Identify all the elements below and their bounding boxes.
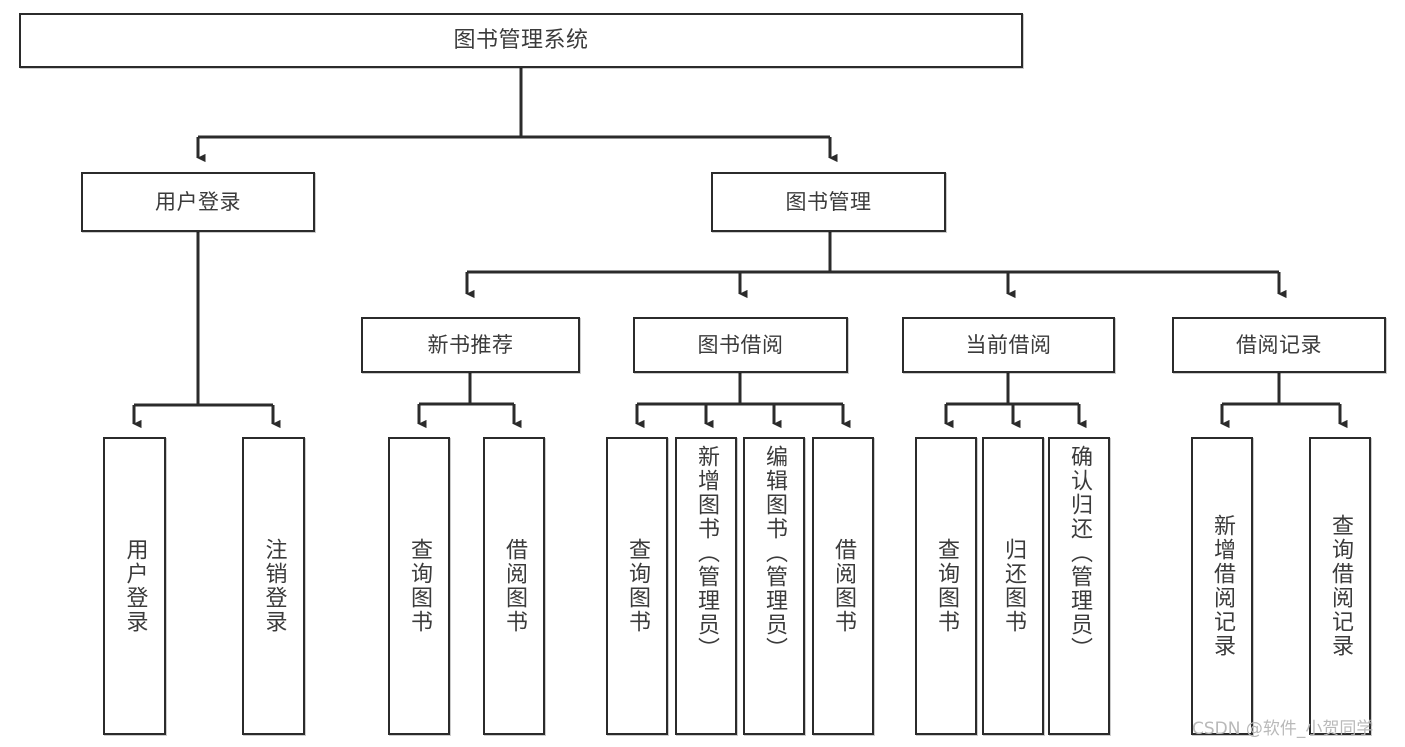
leaf-new-book-1-label: 查询图书 — [406, 538, 432, 634]
node-book-management-label: 图书管理 — [785, 189, 872, 214]
leaf-new-book-1[interactable]: 查询图书 — [388, 437, 450, 735]
node-current-borrow[interactable]: 当前借阅 — [902, 317, 1115, 373]
leaf-borrow-record-1-label: 新增借阅记录 — [1209, 514, 1235, 658]
node-user-login[interactable]: 用户登录 — [81, 172, 315, 232]
leaf-current-borrow-3-label: 确认归还（管理员） — [1066, 445, 1092, 661]
watermark: CSDN @软件_小贺同学 — [1192, 719, 1374, 739]
node-root-label: 图书管理系统 — [453, 27, 589, 53]
leaf-user-login-1-label: 用户登录 — [122, 538, 148, 634]
leaf-borrow-book-4[interactable]: 借阅图书 — [812, 437, 874, 735]
leaf-borrow-book-1-label: 查询图书 — [624, 538, 650, 634]
leaf-borrow-record-2-label: 查询借阅记录 — [1327, 514, 1353, 658]
leaf-current-borrow-1[interactable]: 查询图书 — [915, 437, 977, 735]
node-borrow-record[interactable]: 借阅记录 — [1172, 317, 1386, 373]
node-new-book-recommend-label: 新书推荐 — [427, 332, 514, 357]
leaf-borrow-book-3[interactable]: 编辑图书（管理员） — [743, 437, 805, 735]
leaf-borrow-book-3-label: 编辑图书（管理员） — [761, 445, 787, 661]
node-book-management[interactable]: 图书管理 — [711, 172, 946, 232]
leaf-new-book-2-label: 借阅图书 — [501, 538, 527, 634]
leaf-current-borrow-2-label: 归还图书 — [1000, 538, 1026, 634]
leaf-current-borrow-3[interactable]: 确认归还（管理员） — [1048, 437, 1110, 735]
node-current-borrow-label: 当前借阅 — [965, 332, 1052, 357]
leaf-new-book-2[interactable]: 借阅图书 — [483, 437, 545, 735]
leaf-borrow-record-1[interactable]: 新增借阅记录 — [1191, 437, 1253, 735]
leaf-current-borrow-1-label: 查询图书 — [933, 538, 959, 634]
node-user-login-label: 用户登录 — [155, 189, 241, 214]
node-borrow-record-label: 借阅记录 — [1236, 332, 1322, 357]
node-new-book-recommend[interactable]: 新书推荐 — [361, 317, 580, 373]
leaf-borrow-book-2-label: 新增图书（管理员） — [693, 445, 719, 661]
leaf-borrow-record-2[interactable]: 查询借阅记录 — [1309, 437, 1371, 735]
leaf-borrow-book-4-label: 借阅图书 — [830, 538, 856, 634]
leaf-current-borrow-2[interactable]: 归还图书 — [982, 437, 1044, 735]
node-root[interactable]: 图书管理系统 — [19, 13, 1023, 68]
leaf-user-login-2[interactable]: 注销登录 — [242, 437, 305, 735]
leaf-borrow-book-1[interactable]: 查询图书 — [606, 437, 668, 735]
leaf-user-login-1[interactable]: 用户登录 — [103, 437, 166, 735]
node-book-borrow[interactable]: 图书借阅 — [633, 317, 848, 373]
leaf-user-login-2-label: 注销登录 — [261, 538, 287, 634]
leaf-borrow-book-2[interactable]: 新增图书（管理员） — [675, 437, 737, 735]
node-book-borrow-label: 图书借阅 — [697, 332, 784, 357]
